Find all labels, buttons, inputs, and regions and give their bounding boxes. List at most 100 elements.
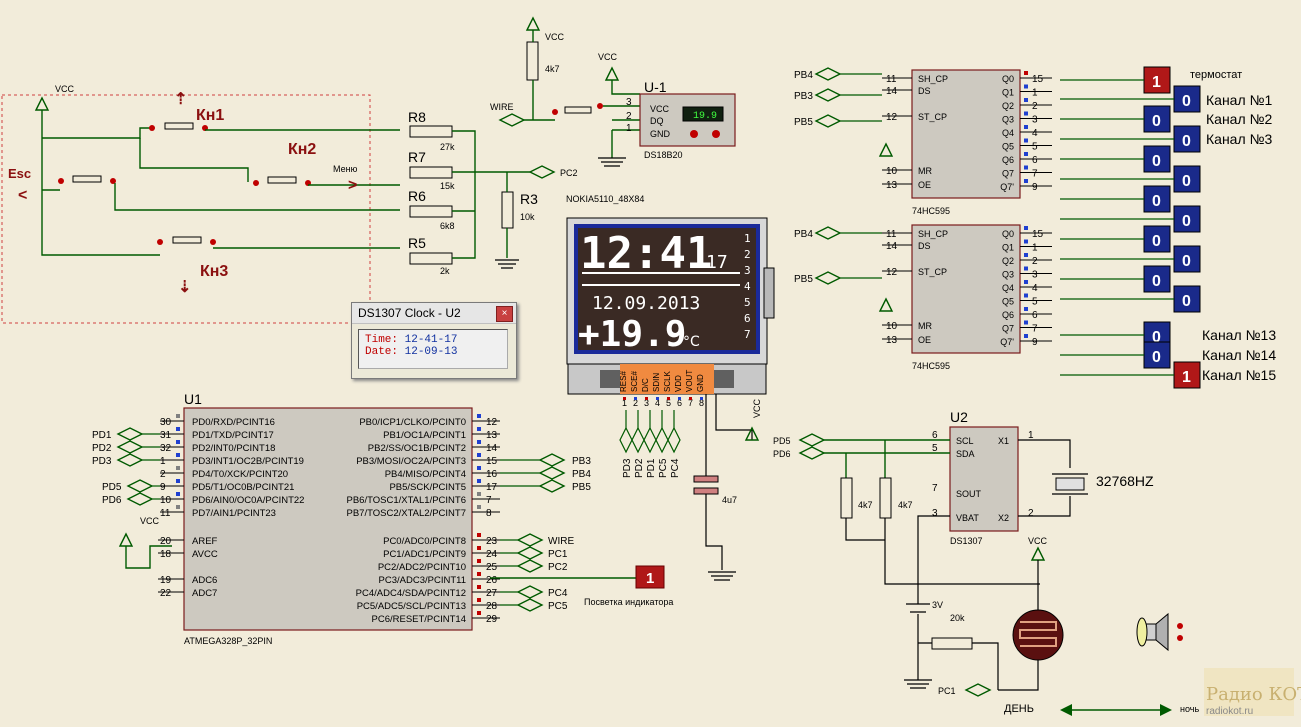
shift-register-chip[interactable]	[911, 69, 1021, 199]
crystal[interactable]	[1055, 477, 1085, 491]
mcu-pin-number: 28	[486, 601, 498, 612]
sda-pullup[interactable]	[840, 477, 853, 519]
mcu-net-label: PB4	[572, 469, 591, 480]
sr-pin-number: 9	[1032, 182, 1038, 193]
sr-pin-label: Q1	[1002, 88, 1014, 98]
resistor-r8[interactable]	[409, 125, 453, 138]
thermostat-label: термостат	[1190, 69, 1242, 81]
logic-state-value: 0	[1152, 193, 1161, 210]
kn2-switch[interactable]	[267, 176, 297, 184]
ds1307-clock-window[interactable]: DS1307 Clock - U2 × Time: 12-41-17 Date:…	[351, 302, 517, 379]
kn1-label: Кн1	[196, 107, 224, 124]
logic-state-value: 1	[1182, 369, 1191, 386]
sr-pin-label: OE	[918, 335, 931, 345]
mcu-pin-number: 13	[486, 430, 498, 441]
sr-pin-label: MR	[918, 321, 932, 331]
logic-state-box[interactable]	[1143, 225, 1171, 253]
lcd-pin-number: 5	[666, 398, 671, 408]
mcu-net-label: WIRE	[548, 536, 574, 547]
pullup-a-value: 4k7	[858, 500, 873, 510]
mcu-pin-number: 16	[486, 469, 498, 480]
sensor-ref: U-1	[644, 79, 667, 95]
vcc-label-sensor: VCC	[598, 52, 618, 62]
lcd-pin-label: VOUT	[685, 370, 694, 392]
sr-pin-number: 5	[1032, 142, 1038, 153]
rtc-group: U2 SCL SDA SOUT VBAT X1 X2 6 5 7 3 1 2 D…	[773, 409, 1301, 717]
logic-state-box[interactable]	[1143, 105, 1171, 133]
lcd-group: NOKIA5110_48X84 12:41 17 12.09.2013 +19.…	[566, 194, 775, 581]
mcu-chip[interactable]	[183, 407, 473, 631]
wire-switch[interactable]	[564, 106, 592, 114]
logic-state-box[interactable]	[1173, 125, 1201, 153]
logic-state-box[interactable]	[1173, 165, 1201, 193]
rtc-x2-pin: X2	[998, 513, 1009, 523]
kn1-switch[interactable]	[164, 122, 194, 130]
ldr-vcc-label: VCC	[1028, 536, 1048, 546]
lcd-net-label: PD2	[634, 458, 645, 478]
lcd-net-label: PC4	[670, 458, 681, 478]
r7-label: R7	[408, 149, 426, 165]
close-button[interactable]: ×	[496, 306, 513, 322]
sr-pin-number: 10	[886, 166, 898, 177]
mcu-pin-number: 12	[486, 417, 498, 428]
speaker-icon[interactable]	[1136, 612, 1183, 652]
mcu-pin-label: PC3/ADC3/PCINT11	[379, 575, 466, 586]
sr-pin-number: 3	[1032, 270, 1038, 281]
logic-state-value: 0	[1182, 293, 1191, 310]
backlight-state[interactable]	[635, 565, 665, 589]
resistor-r3[interactable]	[501, 191, 514, 229]
lcd-net-label: PD1	[646, 458, 657, 478]
logic-state-box[interactable]	[1173, 245, 1201, 273]
logic-state-box[interactable]	[1173, 285, 1201, 313]
mcu-pin-number: 8	[486, 508, 492, 519]
sr-net-label: PB5	[794, 117, 813, 128]
mcu-pin-label: PD0/RXD/PCINT16	[192, 417, 275, 428]
mcu-pin-label: PD6/AIN0/OC0A/PCINT22	[192, 495, 304, 506]
scl-pullup[interactable]	[879, 477, 892, 519]
sr-pin-label: Q3	[1002, 115, 1014, 125]
mcu-pin-label: AVCC	[192, 549, 218, 560]
resistor-r5[interactable]	[409, 252, 453, 265]
logic-state-box[interactable]	[1173, 361, 1201, 389]
sr-pin-number: 10	[886, 321, 898, 332]
sr-pin-number: 4	[1032, 128, 1038, 139]
channel-label: Канал №2	[1206, 111, 1273, 127]
logic-state-value: 0	[1182, 253, 1191, 270]
mcu-vcc-label: VCC	[140, 516, 160, 526]
sr-pin-label: SH_CP	[918, 229, 948, 239]
ds1307-chip[interactable]	[949, 426, 1019, 532]
rtc-pin3: 3	[932, 508, 938, 519]
date-value: 12-09-13	[404, 346, 458, 358]
mcu-pin-label: PB6/TOSC1/XTAL1/PCINT6	[347, 495, 467, 506]
mcu-pin-label: PB0/ICP1/CLKO/PCINT0	[359, 417, 466, 428]
logic-state-box[interactable]	[1143, 265, 1171, 293]
resistor-20k[interactable]	[931, 637, 973, 650]
logic-state-box[interactable]	[1143, 185, 1171, 213]
resistor-r7[interactable]	[409, 166, 453, 179]
lcd-pin-label: RES#	[619, 371, 628, 392]
mcu-net-label: PC4	[548, 588, 568, 599]
shift-register-chip[interactable]	[911, 224, 1021, 354]
logic-state-box[interactable]	[1143, 341, 1171, 369]
logic-state-value: 0	[1152, 273, 1161, 290]
mcu-pin-label: PB1/OC1A/PCINT1	[383, 430, 466, 441]
kn3-label: Кн3	[200, 263, 228, 280]
lcd-pin-number: 6	[677, 398, 682, 408]
logic-state-value: 0	[1152, 329, 1161, 346]
mcu-pin-label: ADC6	[192, 575, 217, 586]
esc-switch[interactable]	[72, 175, 102, 183]
sr-pin-label: Q5	[1002, 142, 1014, 152]
kn3-switch[interactable]	[172, 236, 202, 244]
sensor-display-value: 19.9	[693, 111, 717, 122]
mcu-pin-label: PC0/ADC0/PCINT8	[383, 536, 466, 547]
wire-net-label: WIRE	[490, 102, 514, 112]
resistor-r6[interactable]	[409, 205, 453, 218]
lcd-pin-number: 4	[655, 398, 660, 408]
rtc-sda-pin: SDA	[956, 449, 975, 459]
sr-pin-label: Q4	[1002, 283, 1014, 293]
sr-pin-number: 4	[1032, 283, 1038, 294]
resistor-4k7-pullup[interactable]	[526, 41, 539, 81]
